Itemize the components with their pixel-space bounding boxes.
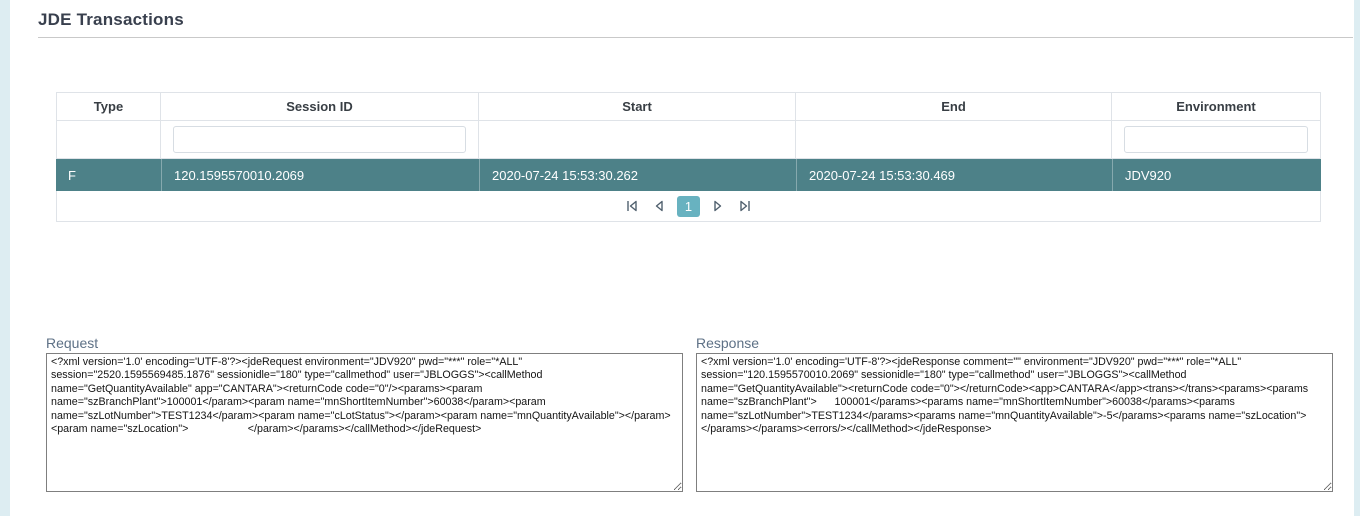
column-header-type: Type — [56, 92, 161, 121]
page-last-button[interactable] — [736, 197, 754, 215]
table-filter-row — [56, 121, 1321, 159]
page-first-icon — [624, 198, 640, 214]
page-first-button[interactable] — [623, 197, 641, 215]
content-card: JDE Transactions Type Session ID Start E… — [10, 0, 1354, 516]
filter-cell-type — [56, 121, 161, 159]
filter-cell-start — [479, 121, 796, 159]
transactions-table: Type Session ID Start End Environment F … — [56, 92, 1321, 222]
response-xml-textarea[interactable]: <?xml version='1.0' encoding='UTF-8'?><j… — [696, 353, 1333, 492]
cell-type[interactable]: F — [56, 159, 161, 191]
page-prev-icon — [652, 198, 666, 214]
column-header-end: End — [796, 92, 1112, 121]
request-label: Request — [46, 335, 99, 351]
cell-start[interactable]: 2020-07-24 15:53:30.262 — [479, 159, 796, 191]
request-xml-textarea[interactable]: <?xml version='1.0' encoding='UTF-8'?><j… — [46, 353, 683, 492]
table-header-row: Type Session ID Start End Environment — [56, 92, 1321, 121]
cell-end[interactable]: 2020-07-24 15:53:30.469 — [796, 159, 1112, 191]
filter-cell-session-id — [161, 121, 479, 159]
column-header-environment: Environment — [1112, 92, 1321, 121]
page-next-button[interactable] — [709, 197, 727, 215]
environment-filter-input[interactable] — [1124, 126, 1308, 153]
page-title: JDE Transactions — [38, 10, 184, 29]
page-number-button-current[interactable]: 1 — [677, 195, 700, 217]
session-id-filter-input[interactable] — [173, 126, 466, 153]
column-header-session-id: Session ID — [161, 92, 479, 121]
filter-cell-end — [796, 121, 1112, 159]
page-header: JDE Transactions — [38, 10, 1353, 38]
cell-environment[interactable]: JDV920 — [1112, 159, 1321, 191]
page-next-icon — [711, 198, 725, 214]
response-label: Response — [696, 335, 760, 351]
cell-session-id[interactable]: 120.1595570010.2069 — [161, 159, 479, 191]
filter-cell-environment — [1112, 121, 1321, 159]
column-header-start: Start — [479, 92, 796, 121]
paginator: 1 — [56, 191, 1321, 222]
table-row-selected[interactable]: F 120.1595570010.2069 2020-07-24 15:53:3… — [56, 159, 1321, 191]
page-prev-button[interactable] — [650, 197, 668, 215]
page-last-icon — [737, 198, 753, 214]
